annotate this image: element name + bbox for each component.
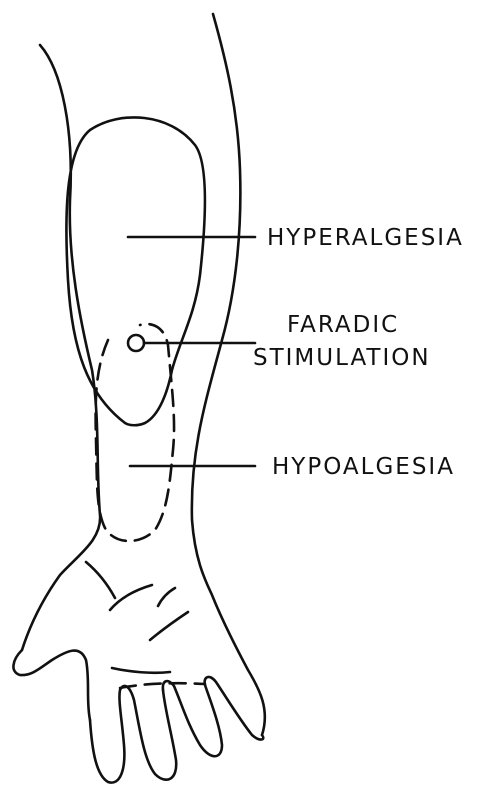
label-hyperalgesia: HYPERALGESIA [267,225,464,251]
hyperalgesia-region [66,117,205,425]
forearm-left-contour [22,45,100,650]
hypoalgesia-region [96,324,174,541]
hand-finger-middle [163,681,222,756]
hand-wrist-crease [112,668,170,673]
hand-thumb [13,650,90,720]
hand-palm-crease-1 [86,562,115,598]
hand-finger-index [90,686,176,783]
label-stimulation: STIMULATION [253,345,431,371]
forearm-right-contour [192,14,265,735]
hand-palm-crease-2 [110,585,152,610]
hand-palm-crease-4 [158,588,175,606]
stimulation-point [128,335,144,351]
label-hypoalgesia: HYPOALGESIA [272,454,455,480]
hand-palm-crease-3 [150,612,188,640]
label-faradic: FARADIC [287,312,399,338]
